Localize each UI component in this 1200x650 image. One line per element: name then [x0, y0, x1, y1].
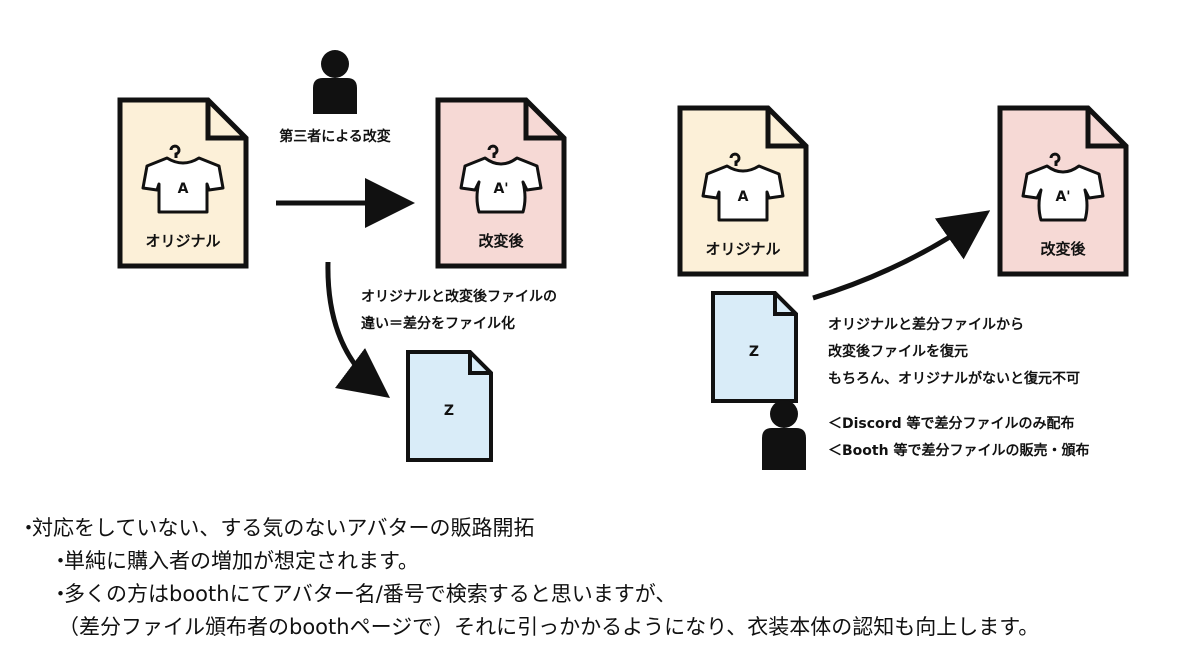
right-original-letter: A: [738, 189, 749, 205]
left-original-document: A オリジナル: [117, 97, 249, 269]
diff-caption: オリジナルと改変後ファイルの 違い＝差分をファイル化: [361, 284, 557, 338]
right-original-document: A オリジナル: [677, 105, 809, 277]
distribution-caption-line: ＜Discord 等で差分ファイルのみ配布: [828, 416, 1075, 432]
left-original-label: オリジナル: [145, 232, 220, 250]
right-modified-document: A' 改変後: [997, 105, 1129, 277]
restore-caption: オリジナルと差分ファイルから 改変後ファイルを復元 もちろん、オリジナルがないと…: [828, 312, 1080, 393]
note-text: 単純に購入者の増加が想定されます。: [64, 549, 419, 573]
note-item: ・対応をしていない、する気のないアバターの販路開拓: [18, 512, 1193, 545]
blouse-icon: [459, 144, 543, 214]
tshirt-icon: [701, 152, 785, 222]
left-diff-letter: Z: [444, 403, 454, 419]
bullet: ・: [18, 516, 39, 540]
left-original-letter: A: [178, 181, 189, 197]
right-modified-letter: A': [1055, 189, 1070, 205]
third-party-label: 第三者による改変: [279, 128, 391, 145]
diff-caption-line: オリジナルと改変後ファイルの: [361, 289, 557, 305]
right-modified-label: 改変後: [1040, 240, 1086, 258]
right-diff-document: Z: [711, 291, 798, 403]
left-modified-document: A' 改変後: [435, 97, 567, 269]
notes-list: ・対応をしていない、する気のないアバターの販路開拓 ・単純に購入者の増加が想定さ…: [18, 512, 1193, 644]
right-original-label: オリジナル: [705, 240, 780, 258]
note-text: （差分ファイル頒布者のboothページで）それに引っかかるようになり、衣装本体の…: [58, 615, 1040, 639]
diff-caption-line: 違い＝差分をファイル化: [361, 316, 515, 332]
distribution-caption: ＜Discord 等で差分ファイルのみ配布 ＜Booth 等で差分ファイルの販売…: [828, 411, 1089, 465]
restore-caption-line: もちろん、オリジナルがないと復元不可: [828, 371, 1080, 387]
person-icon: [762, 400, 806, 470]
left-modified-letter: A': [493, 181, 508, 197]
blouse-icon: [1021, 152, 1105, 222]
person-icon: [313, 50, 357, 114]
restore-arrow: [812, 210, 991, 301]
restore-caption-line: 改変後ファイルを復元: [828, 344, 968, 360]
bullet: ・: [50, 549, 71, 573]
bullet: ・: [50, 582, 71, 606]
left-modified-label: 改変後: [478, 232, 524, 250]
note-text: 対応をしていない、する気のないアバターの販路開拓: [32, 516, 535, 540]
left-diff-document: Z: [406, 350, 493, 462]
note-item: ・単純に購入者の増加が想定されます。: [18, 545, 1193, 578]
distribution-caption-line: ＜Booth 等で差分ファイルの販売・頒布: [828, 443, 1090, 459]
restore-caption-line: オリジナルと差分ファイルから: [828, 317, 1024, 333]
note-text: 多くの方はboothにてアバター名/番号で検索すると思いますが、: [64, 582, 677, 606]
right-diff-letter: Z: [749, 344, 759, 360]
note-item: （差分ファイル頒布者のboothページで）それに引っかかるようになり、衣装本体の…: [18, 611, 1193, 644]
diff-arrow: [325, 261, 390, 399]
note-item: ・多くの方はboothにてアバター名/番号で検索すると思いますが、: [18, 578, 1193, 611]
tshirt-icon: [141, 144, 225, 214]
